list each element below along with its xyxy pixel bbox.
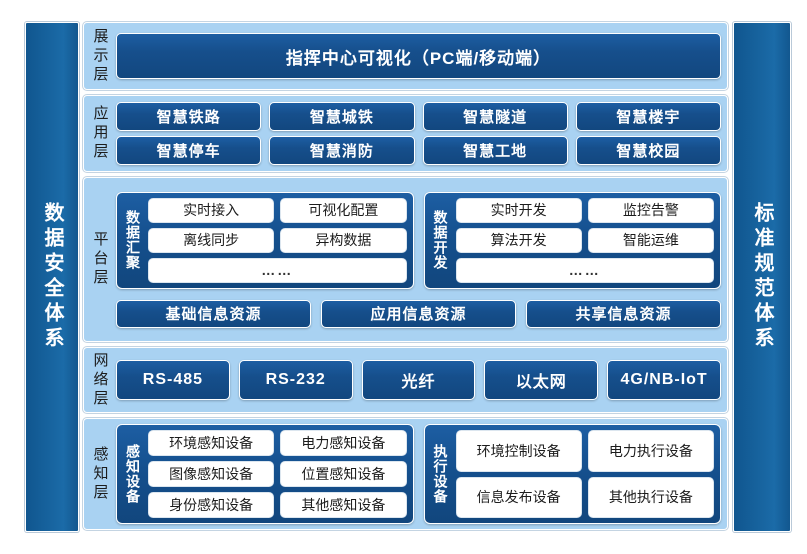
sensing-block-sensing-devices: 感知设备 环境感知设备 电力感知设备 图像感知设备 位置感知设备 身份感知设备 — [116, 424, 414, 524]
layer-platform-label: 平台层 — [91, 231, 109, 288]
app-chip-smart-firefighting[interactable]: 智慧消防 — [269, 136, 415, 165]
app-chip-smart-construction-site[interactable]: 智慧工地 — [422, 136, 568, 165]
platform-block-data-aggregation: 数据汇聚 实时接入 可视化配置 离线同步 异构数据 …… — [116, 191, 414, 289]
actuator-devices-grid: 环境控制设备 电力执行设备 信息发布设备 其他执行设备 — [455, 430, 714, 518]
resource-chip-shared-information[interactable]: 共享信息资源 — [526, 299, 721, 328]
sensing-item-other[interactable]: 其他感知设备 — [280, 492, 407, 518]
dev-item-algorithm-development[interactable]: 算法开发 — [455, 227, 582, 253]
layer-network-label-wrap: 网络层 — [84, 348, 116, 412]
layer-network: 网络层 RS-485 RS-232 光纤 以太网 4G/NB-IoT — [83, 347, 728, 413]
actuator-item-environment-control[interactable]: 环境控制设备 — [455, 430, 582, 472]
application-row-2: 智慧停车 智慧消防 智慧工地 智慧校园 — [116, 136, 721, 165]
layer-sensing-body: 感知设备 环境感知设备 电力感知设备 图像感知设备 位置感知设备 身份感知设备 — [116, 419, 727, 529]
data-aggregation-row-1: 实时接入 可视化配置 — [148, 197, 407, 223]
dev-item-ellipsis: …… — [455, 257, 714, 283]
actuator-devices-row-2: 信息发布设备 其他执行设备 — [455, 476, 714, 518]
layer-application-label: 应用层 — [91, 105, 109, 162]
data-aggregation-row-3: …… — [148, 257, 407, 283]
dev-item-monitoring-alarm[interactable]: 监控告警 — [587, 197, 714, 223]
agg-item-ellipsis: …… — [148, 257, 407, 283]
dev-item-realtime-development[interactable]: 实时开发 — [455, 197, 582, 223]
sensing-devices-row-3: 身份感知设备 其他感知设备 — [148, 492, 407, 518]
resource-chip-basic-information[interactable]: 基础信息资源 — [116, 299, 311, 328]
layer-platform-label-wrap: 平台层 — [84, 178, 116, 341]
data-development-row-2: 算法开发 智能运维 — [455, 227, 714, 253]
data-aggregation-row-2: 离线同步 异构数据 — [148, 227, 407, 253]
actuator-devices-row-1: 环境控制设备 电力执行设备 — [455, 430, 714, 472]
standards-system-pillar: 标准规范体系 — [733, 22, 791, 532]
platform-blocks-row: 数据汇聚 实时接入 可视化配置 离线同步 异构数据 …… — [116, 191, 721, 289]
sensing-item-identity[interactable]: 身份感知设备 — [148, 492, 275, 518]
layer-application-label-wrap: 应用层 — [84, 96, 116, 171]
resource-chip-application-information[interactable]: 应用信息资源 — [321, 299, 516, 328]
layer-sensing-label: 感知层 — [91, 445, 109, 503]
network-chip-rs485[interactable]: RS-485 — [116, 360, 230, 400]
data-security-system-pillar: 数据安全体系 — [25, 22, 79, 532]
data-development-label: 数据开发 — [432, 210, 449, 270]
app-chip-smart-tunnel[interactable]: 智慧隧道 — [422, 102, 568, 131]
actuator-item-information-release[interactable]: 信息发布设备 — [455, 476, 582, 518]
data-aggregation-label-wrap: 数据汇聚 — [123, 198, 143, 283]
layer-display: 展示层 指挥中心可视化（PC端/移动端） — [83, 22, 728, 90]
data-aggregation-grid: 实时接入 可视化配置 离线同步 异构数据 …… — [148, 197, 407, 283]
network-chip-fiber[interactable]: 光纤 — [361, 360, 476, 400]
sensing-blocks-row: 感知设备 环境感知设备 电力感知设备 图像感知设备 位置感知设备 身份感知设备 — [116, 424, 721, 524]
sensing-devices-grid: 环境感知设备 电力感知设备 图像感知设备 位置感知设备 身份感知设备 其他感知设… — [148, 430, 407, 518]
data-development-row-3: …… — [455, 257, 714, 283]
agg-item-offline-sync[interactable]: 离线同步 — [148, 227, 275, 253]
layer-display-body: 指挥中心可视化（PC端/移动端） — [116, 23, 727, 89]
layer-platform-body: 数据汇聚 实时接入 可视化配置 离线同步 异构数据 …… — [116, 178, 727, 341]
actuator-devices-label-wrap: 执行设备 — [431, 430, 451, 518]
network-items-row: RS-485 RS-232 光纤 以太网 4G/NB-IoT — [116, 360, 721, 400]
sensing-item-position[interactable]: 位置感知设备 — [280, 461, 407, 487]
layer-sensing: 感知层 感知设备 环境感知设备 电力感知设备 图像感知设备 — [83, 418, 728, 530]
layer-display-label-wrap: 展示层 — [84, 23, 116, 89]
layer-network-body: RS-485 RS-232 光纤 以太网 4G/NB-IoT — [116, 348, 727, 412]
agg-item-heterogeneous-data[interactable]: 异构数据 — [280, 227, 407, 253]
actuator-item-other[interactable]: 其他执行设备 — [587, 476, 714, 518]
application-row-1: 智慧铁路 智慧城铁 智慧隧道 智慧楼宇 — [116, 102, 721, 131]
app-chip-smart-railway[interactable]: 智慧铁路 — [116, 102, 262, 131]
sensing-block-actuator-devices: 执行设备 环境控制设备 电力执行设备 信息发布设备 其他执行设备 — [423, 424, 721, 524]
app-chip-smart-building[interactable]: 智慧楼宇 — [575, 102, 721, 131]
layer-platform: 平台层 数据汇聚 实时接入 可视化配置 离线同步 — [83, 177, 728, 342]
sensing-devices-row-2: 图像感知设备 位置感知设备 — [148, 461, 407, 487]
standards-system-label: 标准规范体系 — [751, 202, 773, 352]
dev-item-intelligent-ops[interactable]: 智能运维 — [587, 227, 714, 253]
layer-sensing-label-wrap: 感知层 — [84, 419, 116, 529]
sensing-item-image[interactable]: 图像感知设备 — [148, 461, 275, 487]
command-center-visualization-chip[interactable]: 指挥中心可视化（PC端/移动端） — [116, 33, 721, 79]
data-development-grid: 实时开发 监控告警 算法开发 智能运维 …… — [455, 197, 714, 283]
layer-application-body: 智慧铁路 智慧城铁 智慧隧道 智慧楼宇 智慧停车 智慧消防 智慧工地 智慧校园 — [116, 96, 727, 171]
layer-application: 应用层 智慧铁路 智慧城铁 智慧隧道 智慧楼宇 智慧停车 智慧消防 智慧工地 智… — [83, 95, 728, 172]
app-chip-smart-parking[interactable]: 智慧停车 — [116, 136, 262, 165]
layer-display-label: 展示层 — [91, 27, 109, 85]
sensing-devices-row-1: 环境感知设备 电力感知设备 — [148, 430, 407, 456]
app-chip-smart-urban-rail[interactable]: 智慧城铁 — [269, 102, 415, 131]
platform-block-data-development: 数据开发 实时开发 监控告警 算法开发 智能运维 …… — [423, 191, 721, 289]
network-chip-4g-nbiot[interactable]: 4G/NB-IoT — [607, 360, 721, 400]
sensing-item-power[interactable]: 电力感知设备 — [280, 430, 407, 456]
actuator-item-power-execution[interactable]: 电力执行设备 — [587, 430, 714, 472]
sensing-devices-label-wrap: 感知设备 — [123, 430, 143, 518]
layer-network-label: 网络层 — [91, 351, 109, 409]
network-chip-rs232[interactable]: RS-232 — [238, 360, 353, 400]
sensing-item-environment[interactable]: 环境感知设备 — [148, 430, 275, 456]
network-chip-ethernet[interactable]: 以太网 — [484, 360, 599, 400]
data-aggregation-label: 数据汇聚 — [125, 210, 141, 270]
sensing-devices-label: 感知设备 — [125, 444, 141, 504]
agg-item-visual-config[interactable]: 可视化配置 — [280, 197, 407, 223]
actuator-devices-label: 执行设备 — [432, 444, 449, 504]
data-development-row-1: 实时开发 监控告警 — [455, 197, 714, 223]
app-chip-smart-campus[interactable]: 智慧校园 — [575, 136, 721, 165]
data-development-label-wrap: 数据开发 — [431, 198, 451, 283]
agg-item-realtime-ingest[interactable]: 实时接入 — [148, 197, 275, 223]
data-security-system-label: 数据安全体系 — [41, 202, 63, 352]
platform-resources-row: 基础信息资源 应用信息资源 共享信息资源 — [116, 299, 721, 328]
